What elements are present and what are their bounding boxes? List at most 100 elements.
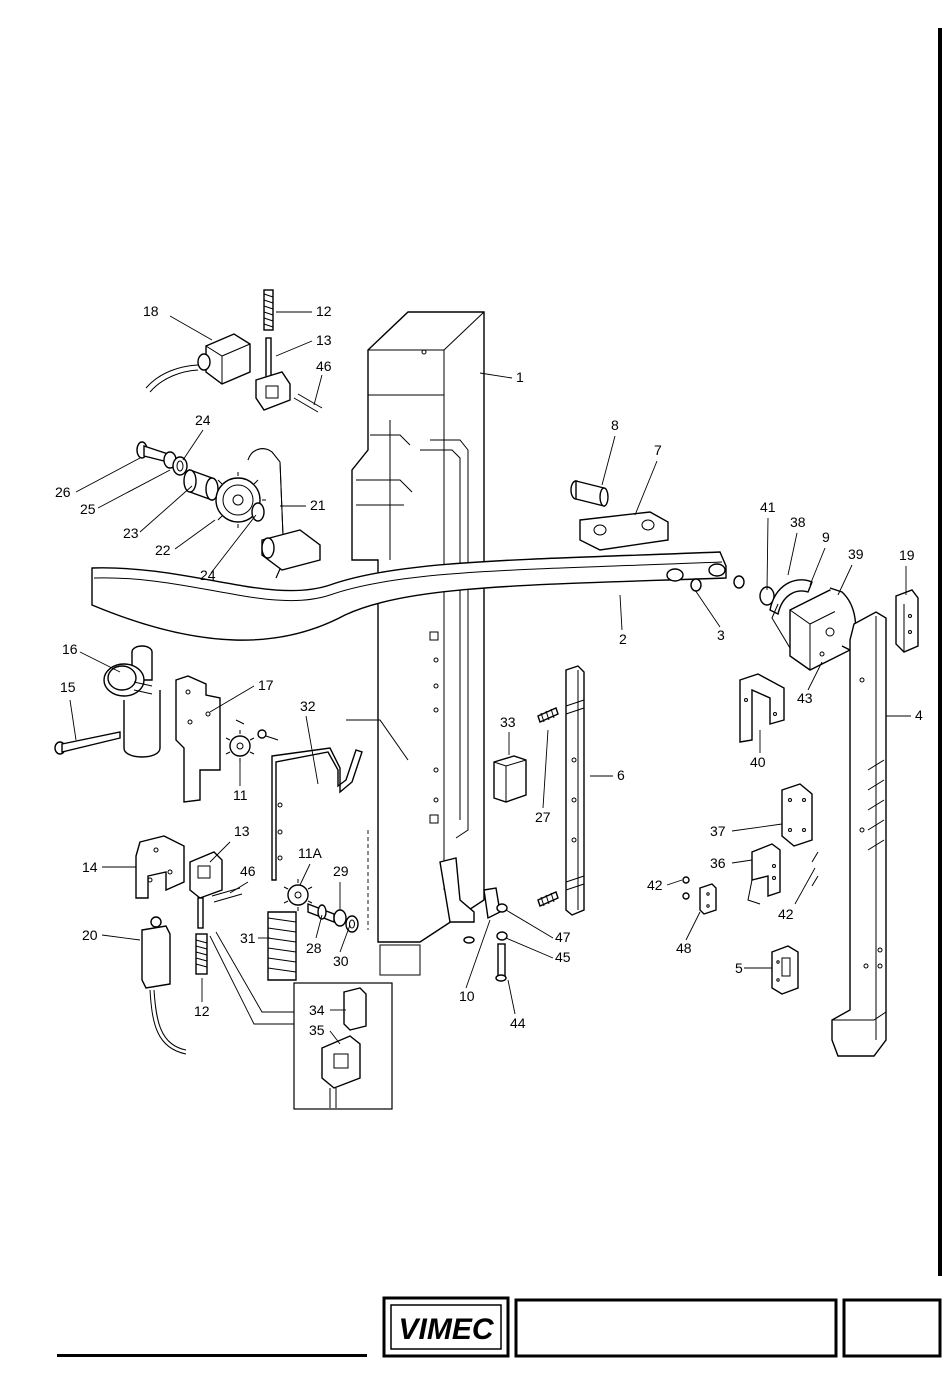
- right-border-line: [938, 28, 942, 1276]
- callout-leader-c7: [635, 461, 657, 515]
- spring-part-12-bottom: [196, 934, 207, 974]
- callout-label-c48: 48: [676, 940, 692, 956]
- callout-label-c12a: 12: [316, 303, 332, 319]
- bolt-part-15: [55, 732, 120, 754]
- callout-leader-c46b: [230, 882, 248, 893]
- logo-box: VIMEC: [384, 1298, 508, 1356]
- bracket-part-36: [748, 844, 780, 904]
- callout-leader-c13a: [276, 341, 312, 356]
- callout-label-c40: 40: [750, 754, 766, 770]
- callout-label-c18: 18: [143, 303, 159, 319]
- callout-label-c46a: 46: [316, 358, 332, 374]
- plate-part-17: [176, 676, 220, 802]
- callout-label-c7: 7: [654, 442, 662, 458]
- callout-leader-c22: [175, 520, 215, 549]
- callout-label-c6: 6: [617, 767, 625, 783]
- callout-label-c45: 45: [555, 949, 571, 965]
- callout-leader-c44: [508, 980, 515, 1014]
- callout-leader-c23: [140, 486, 192, 532]
- callout-leader-c3: [695, 590, 720, 627]
- bolt-part-44: [496, 944, 506, 981]
- callout-leader-c1: [480, 373, 512, 378]
- callout-leader-c39: [838, 565, 852, 595]
- bracket-part-14: [136, 836, 184, 898]
- hinge-part-5: [772, 946, 798, 994]
- callout-label-c28: 28: [306, 940, 322, 956]
- callout-label-c11a: 11: [233, 787, 248, 803]
- spring-part-12-top: [264, 290, 273, 330]
- callout-label-c25: 25: [80, 501, 96, 517]
- nut-part-30: [346, 916, 358, 932]
- callout-label-c11A: 11A: [298, 845, 323, 861]
- footer-underline: [57, 1354, 367, 1357]
- callout-label-c5: 5: [735, 960, 743, 976]
- callout-leader-c18: [170, 316, 212, 340]
- callout-label-c14: 14: [82, 859, 98, 875]
- screws-part-42-right: [812, 852, 818, 886]
- callout-leader-c2: [620, 595, 622, 630]
- plate-part-48: [700, 884, 716, 914]
- spring-part-31: [268, 912, 296, 980]
- bracket-part-19: [896, 590, 918, 652]
- callout-label-c47: 47: [555, 929, 571, 945]
- callout-label-c37: 37: [710, 823, 726, 839]
- spring-part-27-bottom: [538, 892, 558, 906]
- callout-label-c41: 41: [760, 499, 776, 515]
- callout-label-c33: 33: [500, 714, 516, 730]
- callout-label-c9: 9: [822, 529, 830, 545]
- callout-label-c13b: 13: [234, 823, 250, 839]
- callout-label-c2: 2: [619, 631, 627, 647]
- callout-label-c20: 20: [82, 927, 98, 943]
- callout-leader-c41: [767, 518, 768, 590]
- main-column-part-1: [346, 312, 484, 975]
- callout-leader-c20: [102, 935, 140, 940]
- callout-leader-c42a: [667, 880, 682, 885]
- plate-part-37: [782, 784, 812, 846]
- callout-leader-c37: [732, 824, 782, 831]
- callout-leader-c9: [810, 548, 825, 585]
- callout-leader-c38: [788, 533, 797, 575]
- bushing-part-23: [184, 470, 218, 500]
- callout-label-c43: 43: [797, 690, 813, 706]
- callout-label-c24b: 24: [200, 567, 216, 583]
- callout-leader-c10: [466, 920, 490, 988]
- clamp-part-7: [580, 512, 668, 550]
- block-part-33: [494, 756, 526, 802]
- rod-sensor-part-13-bottom: [190, 852, 222, 928]
- washer-part-47: [497, 904, 507, 912]
- callout-label-c38: 38: [790, 514, 806, 530]
- column-part-4: [832, 612, 886, 1056]
- callout-label-c26: 26: [55, 484, 71, 500]
- callout-leader-c24b: [211, 515, 256, 573]
- callout-label-c42a: 42: [647, 877, 663, 893]
- callout-label-c16: 16: [62, 641, 78, 657]
- callout-label-c30: 30: [333, 953, 349, 969]
- callout-label-c31: 31: [240, 930, 256, 946]
- screws-part-42-left: [683, 877, 689, 899]
- callout-label-c1: 1: [516, 369, 524, 385]
- callout-label-c12b: 12: [194, 1003, 210, 1019]
- callout-leader-c26: [76, 458, 140, 492]
- callout-label-c46b: 46: [240, 863, 256, 879]
- washer-part-45: [497, 932, 507, 940]
- logo-text: VIMEC: [398, 1313, 494, 1346]
- callout-leader-c28: [316, 915, 322, 938]
- callout-leader-c24a: [183, 430, 203, 460]
- callout-label-c27: 27: [535, 809, 551, 825]
- washer-part-29: [334, 910, 346, 926]
- callout-leader-c15: [70, 700, 76, 740]
- callout-label-c17: 17: [258, 677, 274, 693]
- guide-rail-part-6: [566, 666, 584, 915]
- spring-part-27-top: [538, 708, 558, 722]
- callout-label-c15: 15: [60, 679, 76, 695]
- callout-leader-c47: [506, 910, 553, 938]
- rod-sensor-part-13-top: [256, 338, 290, 410]
- callout-leader-c27: [543, 730, 548, 808]
- callout-label-c23: 23: [123, 525, 139, 541]
- callout-leader-c25: [98, 470, 170, 508]
- callout-label-c35: 35: [309, 1022, 325, 1038]
- callout-label-c44: 44: [510, 1015, 526, 1031]
- callout-leader-c45: [506, 938, 553, 958]
- washer-part-24-top: [173, 457, 187, 475]
